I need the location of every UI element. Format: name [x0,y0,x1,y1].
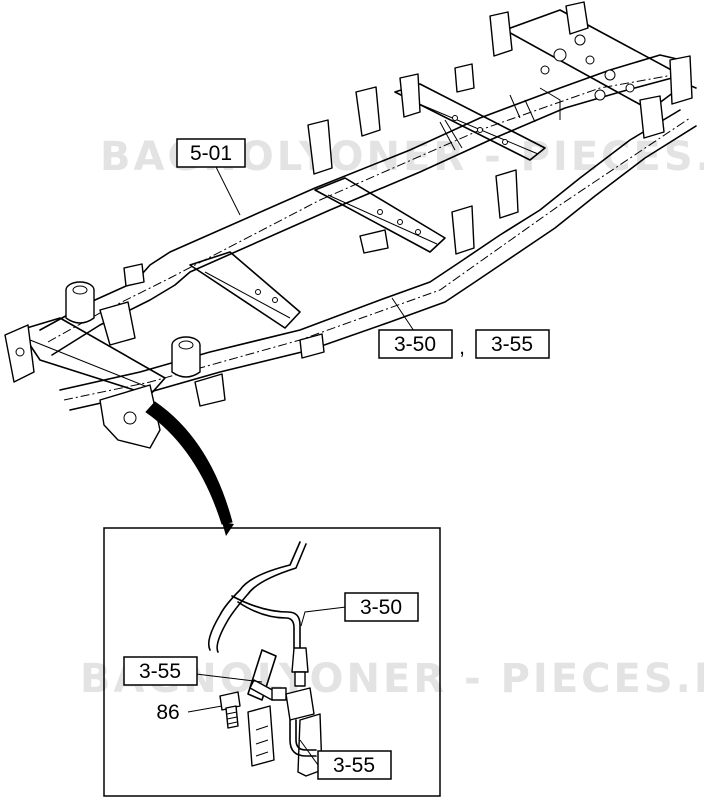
body-mount-9 [639,95,665,139]
body-mount-12 [299,333,325,359]
callout-detail-86: 86 [156,701,179,724]
body-mount-3 [399,73,421,118]
body-mount-6 [489,11,513,57]
body-mount-8 [669,55,693,105]
crossmember-3 [314,177,446,253]
detail-inset [103,527,441,797]
body-mount-4 [451,205,475,255]
detail-pointer [145,401,233,525]
pipe-fitting-upper [291,647,309,673]
callout-detail-3-55-hose: 3-55 [123,656,198,686]
callout-3-50: 3-50 [378,329,453,359]
junction-block [285,687,315,721]
bolt-86 [219,691,241,729]
front-crossmember [19,317,166,396]
callout-3-55: 3-55 [475,329,550,359]
svg-text:5-01: 5-01 [190,142,232,165]
mounting-bracket [297,713,323,777]
chassis-frame [4,1,697,449]
crossmember-2 [189,251,301,329]
svg-text:3-55: 3-55 [333,754,375,777]
brake-pipe-lower [289,719,317,757]
svg-text:3-50: 3-50 [394,333,436,356]
body-mount-1 [307,119,333,175]
front-left-suspension-tower [65,281,136,346]
body-mount-5 [495,169,519,219]
svg-text:3-55: 3-55 [139,660,181,683]
leader-detail-86 [187,705,223,713]
callout-5-01: 5-01 [176,138,246,168]
svg-text:3-55: 3-55 [491,333,533,356]
brake-pipe-upper [207,541,301,651]
flexible-hose [247,649,277,701]
callout-detail-3-50: 3-50 [344,592,419,622]
body-mount-11 [123,263,145,287]
body-mount-10 [454,63,475,93]
leader-detail-3-55-hose [195,673,263,683]
callout-separator: , [459,336,465,359]
detail-frame [103,527,441,797]
leader-detail-3-55-lower [299,739,319,766]
leader-5-01 [213,162,241,216]
front-right-suspension-tower [171,336,226,407]
body-mount-7 [565,1,589,35]
body-mount-2 [355,86,381,137]
svg-text:3-50: 3-50 [360,596,402,619]
leader-detail-3-50 [300,606,347,627]
callout-detail-3-55-lower: 3-55 [317,750,392,780]
